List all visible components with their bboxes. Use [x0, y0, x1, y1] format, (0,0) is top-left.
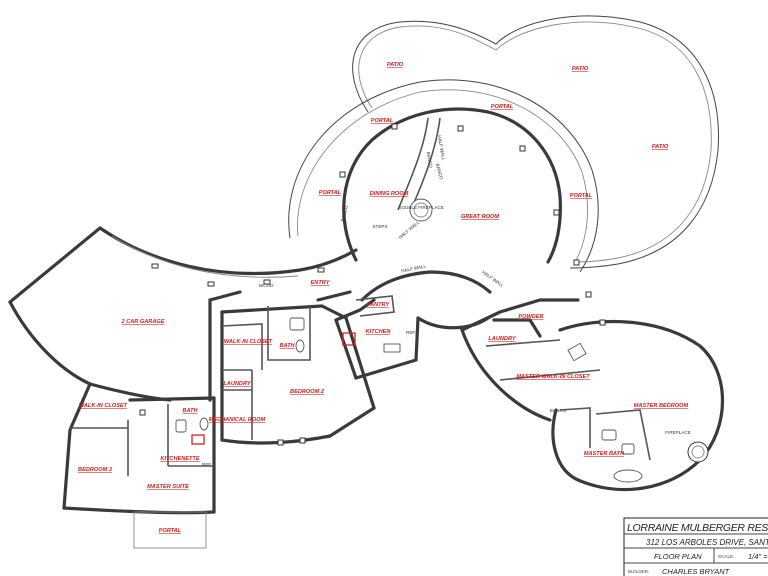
- patio-label: PATIO: [652, 144, 669, 150]
- ref-note: REF.: [406, 330, 416, 335]
- half-wall-note: HALF WALL: [437, 135, 446, 161]
- pantry-label: PANTRY: [367, 302, 391, 308]
- half-wall-note: HALF WALL: [398, 220, 421, 240]
- portal-posts: [139, 123, 606, 446]
- garage-label: 2 CAR GARAGE: [121, 319, 165, 325]
- project-address: 312 LOS ARBOLES DRIVE, SANTA F: [646, 538, 768, 547]
- great-room-label: GREAT ROOM: [461, 214, 499, 220]
- master-suite-label: MASTER SUITE: [147, 484, 189, 490]
- kitchen-label: KITCHEN: [366, 329, 392, 335]
- entry-label: ENTRY: [311, 280, 331, 286]
- portal-label: PORTAL: [319, 190, 342, 196]
- ref-note: REF.: [202, 462, 212, 467]
- garage-walls: [8, 226, 358, 402]
- double-fireplace-note: DOUBLE FIREPLACE: [398, 205, 444, 210]
- powder-label: POWDER: [518, 314, 543, 320]
- banco-note: BANCO: [550, 408, 567, 413]
- portal-label: PORTAL: [159, 528, 182, 534]
- laundry-label: LAUNDRY: [488, 336, 517, 342]
- walkin-closet-label: WALK-IN CLOSET: [79, 403, 128, 409]
- fireplace-note: FIREPLACE: [665, 430, 691, 435]
- kitchen-walls: [334, 295, 420, 380]
- builder-label: BUILDER:: [628, 569, 649, 574]
- sheet-title: FLOOR PLAN: [654, 552, 702, 561]
- bath-label: BATH: [182, 408, 198, 414]
- mechanical-room-label: MECHANICAL ROOM: [209, 417, 266, 423]
- room-labels: PATIO PATIO PATIO PORTAL PORTAL PORTAL P…: [78, 62, 688, 534]
- half-wall-note: HALF WALL: [401, 263, 427, 273]
- owner-name: LORRAINE MULBERGER RESI: [627, 522, 768, 534]
- west-wing-walls: [62, 382, 216, 549]
- nicho-note: NICHO: [259, 283, 274, 288]
- bath-label: BATH: [279, 343, 295, 349]
- banco-note: BANCO: [340, 205, 349, 222]
- portal-label: PORTAL: [371, 118, 394, 124]
- half-wall-note: HALF WALL: [481, 269, 505, 288]
- laundry-label: LAUNDRY: [223, 381, 252, 387]
- east-wing-walls: [460, 298, 725, 492]
- builder-name: CHARLES BRYANT: [662, 567, 731, 576]
- great-room-walls: [342, 107, 562, 330]
- title-block: LORRAINE MULBERGER RESI 312 LOS ARBOLES …: [623, 517, 768, 576]
- scale-label: SCALE:: [718, 554, 734, 559]
- steps-note: STEPS: [372, 224, 387, 229]
- bedroom-2-label: BEDROOM 2: [290, 389, 325, 395]
- walkin-closet-label: WALK-IN CLOSET: [224, 339, 273, 345]
- portal-label: PORTAL: [570, 193, 593, 199]
- master-bedroom-label: MASTER BEDROOM: [634, 403, 689, 409]
- portal-outline: [288, 79, 599, 273]
- plan-notes: DOUBLE FIREPLACE STEPS HALF WALL HALF WA…: [202, 135, 691, 467]
- patio-label: PATIO: [572, 66, 589, 72]
- dining-room-label: DINING ROOM: [370, 191, 409, 197]
- scale-value: 1/4" =: [748, 552, 768, 561]
- banco-note: BANCO: [435, 163, 444, 180]
- kitchenette-label: KITCHENETTE: [160, 456, 199, 462]
- portal-label: PORTAL: [491, 104, 514, 110]
- master-bath-label: MASTER BATH: [584, 451, 625, 457]
- master-walkin-closet-label: MASTER WALK-IN CLOSET: [516, 374, 590, 380]
- banco-note: BANCO: [426, 151, 434, 168]
- bedroom-3-label: BEDROOM 3: [78, 467, 113, 473]
- patio-outline: [352, 15, 719, 269]
- patio-label: PATIO: [387, 62, 404, 68]
